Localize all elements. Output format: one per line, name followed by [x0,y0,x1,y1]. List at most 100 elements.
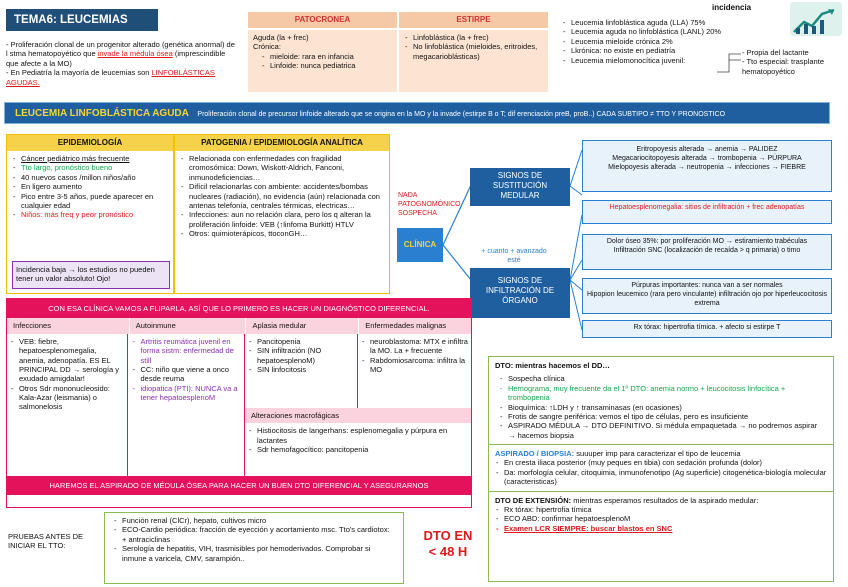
list-item: VEB: fiebre, hepatoesplenomegalia, anemi… [10,337,124,384]
side-note: - Tto especial: trasplante hematopoyétic… [742,57,824,76]
pruebas-label: PRUEBAS ANTES DE INICIAR EL TTO: [8,532,84,551]
aspirado-text: suuuper imp para caracterizar el tipo de… [576,449,741,458]
intro-text: - Proliferación clonal de un progenitor … [6,40,235,87]
col-header-malignas: Enfermedades malignas [359,318,472,334]
header-estirpe: ESTIRPE [399,12,548,28]
aspirado-bar: HAREMOS EL ASPIRADO DE MÉDULA ÓSEA PARA … [7,475,471,496]
differential-diagnosis-box: CON ESA CLÍNICA VAMOS A FLIPARLA, ASÍ QU… [6,298,472,508]
pathogenesis-box: PATOGENIA / EPIDEMIOLOGÍA ANALÍTICA Rela… [174,134,390,294]
text-palidez: Eritropoyesis alterada → anemia → PALIDE… [636,146,778,153]
list-item: En cresta iliaca posterior (muy peques e… [495,458,827,468]
text-hipopion: Hipopion leucemico (rara pero vinculante… [586,290,828,307]
list-item: CC: niño que viene a onco desde reuma [131,365,241,384]
sustitucion-box: Eritropoyesis alterada → anemia → PALIDE… [582,140,832,192]
list-item: Lkrónica: no existe en pediatría [562,46,747,56]
text-fiebre: Mielopoyesis alterada → neutropenia → in… [608,163,806,171]
pathogenesis-header: PATOGENIA / EPIDEMIOLOGÍA ANALÍTICA [175,135,389,151]
differential-bar: CON ESA CLÍNICA VAMOS A FLIPARLA, ASÍ QU… [7,299,471,319]
list-item: Rabdomiosarcoma: infiltra la MO [361,356,468,375]
list-item: idiopatica (PTI): NUNCA va a tener hepat… [131,384,241,403]
list-item: Cáncer pediátrico más frecuente [12,154,168,164]
list-item: Sdr hemofagocítico: pancitopenia [248,445,468,455]
page-title: TEMA6: LEUCEMIAS [6,9,158,31]
incidence-chart-icon [790,2,842,36]
lla-title: LEUCEMIA LINFOBLÁSTICA AGUDA [15,108,189,119]
list-item: Artritis reumática juvenil en forma sist… [131,337,241,365]
list-item: Relacionada con enfermedades con fragili… [180,154,384,182]
list-item: En ligero aumento [12,182,168,192]
epidemiology-header: EPIDEMIOLOGÍA [7,135,173,151]
incidence-note: Incidencia baja → los estudios no pueden… [12,261,170,289]
rx-box: Rx tórax: hipertrofia tímica. + afecto s… [582,320,832,338]
list-item: mieloide: rara en infancia [261,52,392,62]
signos-infiltracion: SIGNOS DE INFILTRACIÓN DE ÓRGANO [470,268,570,318]
signos-sustitucion: SIGNOS DE SUSTITUCIÓN MEDULAR [470,168,570,206]
list-item: Otros Sdr mononucleosido: Kala-Azar (lei… [10,384,124,412]
col-autoinmune: Artritis reumática juvenil en forma sist… [128,333,245,476]
nada-patognomonico: NADA PATOGNOMÓNICO, SOSPECHA [398,192,463,217]
header-patocronea: PATOCRONEA [248,12,397,28]
list-item: Histiocitosis de langerhans: esplenomega… [248,426,468,445]
extension-section: DTO DE EXTENSIÓN: mientras esperamos res… [489,490,833,538]
list-item: Tto largo, pronóstico bueno [12,163,168,173]
text-aguda: Aguda (la + frec) [253,33,309,42]
list-item: Rx tórax: hipertrofia tímica [495,505,827,515]
list-item: 40 nuevos casos /millon niños/año [12,173,168,183]
list-item: Examen LCR SIEMPRE: buscar blastos en SN… [495,524,827,534]
list-item: SIN linfocitosis [248,365,354,375]
extension-header: DTO DE EXTENSIÓN: [495,495,572,505]
list-item: Linfoide: nunca pediatrica [261,61,392,71]
purpura-box: Púrpuras importantes: nunca van a ser no… [582,278,832,314]
list-item: Leucemia mielomonocítica juvenil: [562,56,747,66]
macrofagicas-header: Alteraciones macrofágicas [245,407,471,424]
list-item: SIN infiltración (NO hepatoesplenoM) [248,346,354,365]
list-item: neuroblastoma: MTX e infiltra la MO. La … [361,337,468,356]
col-aplasia-malignas: Pancitopenia SIN infiltración (NO hepato… [245,333,471,476]
text-snc: Infiltración SNC (localización de recaíd… [613,246,801,254]
brace-icon [717,53,741,73]
list-item: Hemograma, muy frecuente da el 1º DTO: a… [499,384,823,403]
lla-definition-bar: LEUCEMIA LINFOBLÁSTICA AGUDA Proliferaci… [4,102,830,124]
list-item: Bioquímica: ↑LDH y ↑ transaminasas (en o… [499,403,823,413]
text-cronica: Crónica: [253,42,281,52]
col-header-aplasia: Aplasia medular [246,318,359,334]
connector-icon [570,149,583,331]
epidemiology-box: EPIDEMIOLOGÍA Cáncer pediátrico más frec… [6,134,174,294]
list-item: Leucemia aguda no linfoblástica (LANL) 2… [562,27,747,37]
side-note: - Propia del lactante [742,48,809,57]
classification-table: PATOCRONEA ESTIRPE Aguda (la + frec) Cró… [248,12,548,94]
list-item: Sospecha clínica [499,374,823,384]
clinica-node: CLÍNICA [397,228,443,262]
list-item: Otros: quimioterápicos, ttoconGH… [180,229,384,239]
list-item: Niños: más freq y peor pronóstico [12,210,168,220]
list-item: Da: morfología celular, citoquimia, inmu… [495,468,827,487]
list-item: Pico entre 3-5 años, puede aparecer en c… [12,192,168,211]
list-item: ECO-Cardio periódica: fracción de eyecci… [113,525,395,544]
list-item: ASPIRADO MÉDULA → DTO DEFINITIVO. Si méd… [499,421,823,440]
list-item: No linfoblástica (mieloides, eritroides,… [404,42,543,61]
connector-icon [443,184,472,281]
dolor-box: Dolor óseo 35%: por proliferación MO → e… [582,234,832,270]
list-item: Leucemia linfoblástica aguda (LLA) 75% [562,18,747,28]
incidence-label: incidencia [712,3,752,12]
dto-48h: DTO EN < 48 H [423,528,473,560]
incidence-side-note: - Propia del lactante - Tto especial: tr… [742,48,842,76]
list-item: Linfoblástica (la + frec) [404,33,543,43]
mas-cuanto-note: + cuanto + avanzado esté [481,248,547,264]
list-item: Función renal (ClCr), hepato, cultivos m… [113,516,395,526]
text-dolor: Dolor óseo 35%: por proliferación MO → e… [606,238,808,245]
lla-text: Proliferación clonal de precursor linfoi… [197,111,726,118]
text-purpura: Megacariocitopoyesis alterada → trombope… [612,154,802,162]
aspirado-header: ASPIRADO / BIOPSIA: [495,449,575,458]
text-purpuras: Púrpuras importantes: nunca van a ser no… [631,282,783,289]
dto-header: DTO: mientras hacemos el DD… [495,361,610,370]
list-item: Difícil relacionarlas con ambiente: acci… [180,182,384,210]
list-item: Infecciones: aun no relación clara, pero… [180,210,384,229]
list-item: Leucemia mieloide crónica 2% [562,37,747,47]
extension-text: mientras esperamos resultados de la aspi… [573,495,759,505]
list-item: Pancitopenia [248,337,354,347]
list-item: Frotis de sangre periférica: vemos el ti… [499,412,823,422]
hepato-box: Hepatoesplenomegalia: sitios de infiltra… [582,200,832,224]
list-item: ECO ABD: confirmar hepatoesplenoM [495,514,827,524]
dto-panel: DTO: mientras hacemos el DD… Sospecha cl… [488,356,834,582]
